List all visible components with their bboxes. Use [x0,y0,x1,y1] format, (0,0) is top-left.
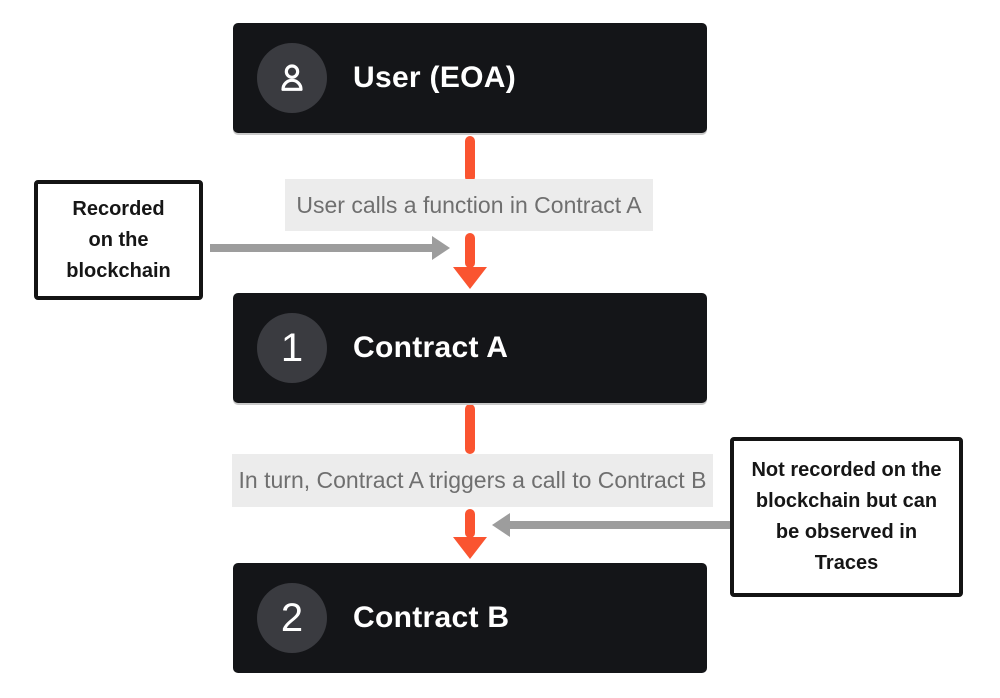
person-icon [272,58,312,98]
note-arrow-right-line [510,521,730,529]
flow-arrowhead-down-icon [453,267,487,289]
flow-arrow-user-to-a-segment [465,233,475,268]
note-line: blockchain [66,259,171,282]
note-line: Traces [814,552,879,574]
node-contract-b: 2 Contract B [233,563,707,673]
node-title: User (EOA) [353,61,517,94]
note-recorded-on-chain: Recorded on the blockchain [34,180,203,300]
note-line: on the [88,228,149,251]
note-arrowhead-right-icon [432,236,450,260]
note-line: blockchain but can [755,490,938,512]
note-arrow-left-line [210,244,432,252]
flow-arrow-a-to-b-segment [465,509,475,538]
flow-arrow-user-to-a-segment [465,136,475,182]
node-user-eoa: User (EOA) [233,23,707,133]
step-label-text: User calls a function in Contract A [296,191,642,218]
step-number-badge: 1 [257,313,327,383]
step-label-user-call: User calls a function in Contract A [285,179,653,231]
note-line: be observed in [775,521,918,543]
flow-arrow-a-to-b-segment [465,404,475,454]
step-label-text: In turn, Contract A triggers a call to C… [238,467,707,493]
note-arrowhead-left-icon [492,513,510,537]
node-title: Contract B [353,601,510,634]
node-title: Contract A [353,331,509,364]
note-line: Not recorded on the [751,459,942,481]
flow-arrowhead-down-icon [453,537,487,559]
node-contract-a: 1 Contract A [233,293,707,403]
step-number-badge: 2 [257,583,327,653]
step-label-contract-call: In turn, Contract A triggers a call to C… [232,454,713,507]
note-not-recorded-traces: Not recorded on the blockchain but can b… [730,437,963,597]
avatar [257,43,327,113]
note-line: Recorded [72,197,165,220]
